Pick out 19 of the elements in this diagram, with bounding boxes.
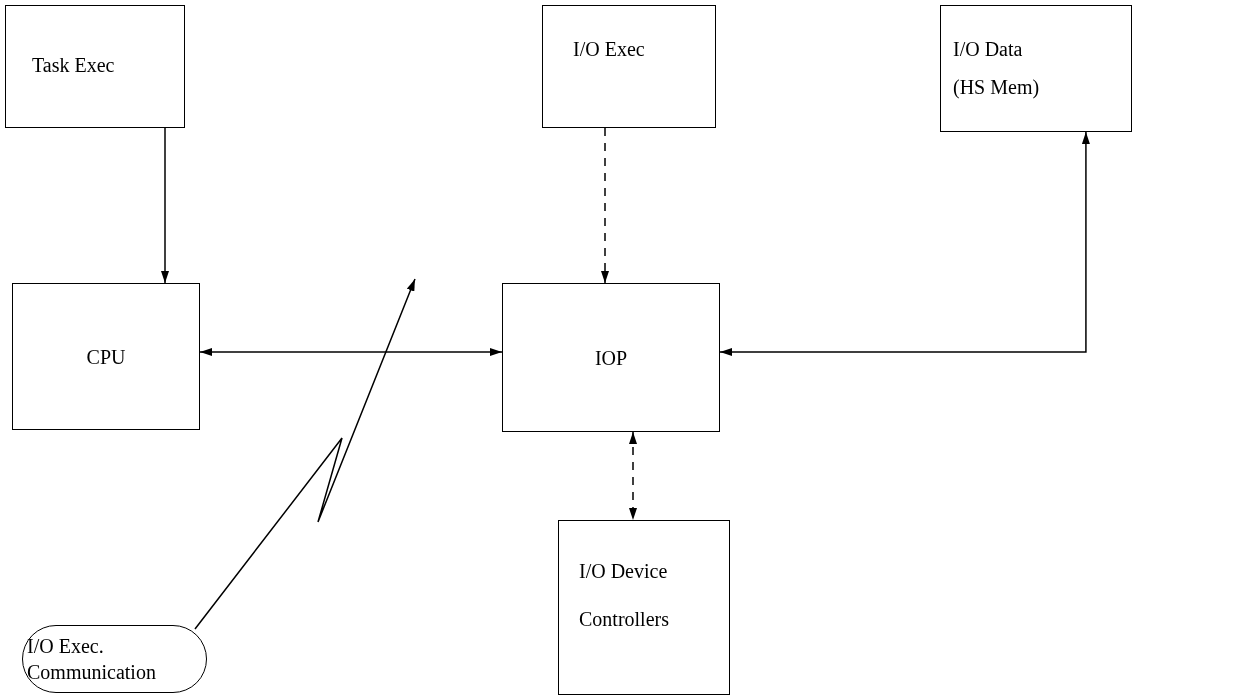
process-box <box>12 283 200 430</box>
arrow <box>629 431 637 521</box>
lightning-arrow <box>194 278 416 630</box>
process-box <box>542 5 716 128</box>
node-label: Task Exec <box>32 53 115 78</box>
process-box <box>502 283 720 432</box>
node-label: I/O Device Controllers <box>579 559 670 632</box>
arrow <box>601 127 609 284</box>
process-box <box>5 5 185 128</box>
arrow <box>719 131 1090 356</box>
process-box <box>558 520 730 695</box>
process-box <box>940 5 1132 132</box>
node-label: I/O Data (HS Mem) <box>953 37 1041 101</box>
node-label: IOP <box>594 345 628 371</box>
arrow <box>161 127 169 284</box>
node-label: I/O Exec. Communication <box>27 634 157 685</box>
node-label: I/O Exec <box>573 37 645 62</box>
node-label: CPU <box>86 344 126 370</box>
arrow <box>199 348 503 356</box>
